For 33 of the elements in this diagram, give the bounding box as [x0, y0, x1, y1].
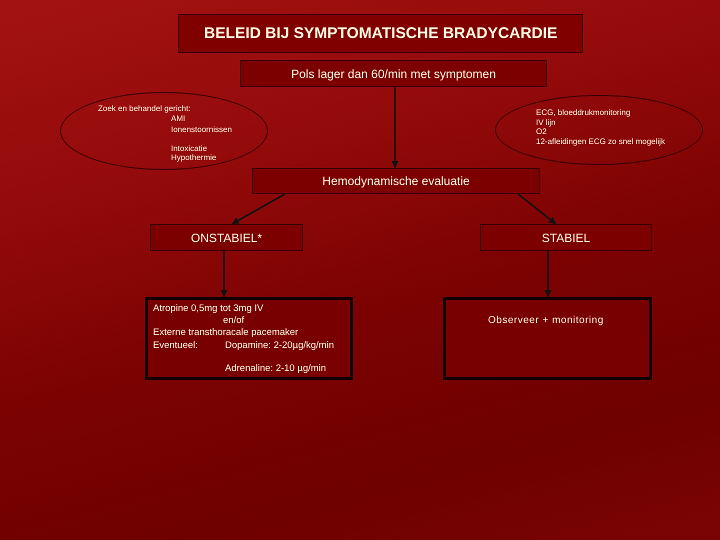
checklist-item: Intoxicatie [171, 144, 208, 154]
step-label: ONSTABIEL* [190, 230, 262, 244]
checklist-item: 12-afleidingen ECG zo snel mogelijk [536, 137, 665, 146]
treatment-text: Atropine 0,5mg tot 3mg IV [153, 304, 264, 315]
treatment-text: Dopamine: 2-20µg/kg/min [225, 341, 334, 352]
arrow [220, 251, 228, 297]
checklist-item: Zoek en behandel gericht: [98, 104, 191, 114]
treatment-text: Eventueel: [153, 341, 198, 352]
arrow [392, 87, 398, 168]
checklist-item: Ionenstoornissen [171, 125, 232, 134]
treatment-text: Adrenaline: 2-10 µg/min [225, 364, 326, 375]
process-box [240, 60, 547, 87]
decision-box [480, 224, 652, 251]
treatment-text: Observeer + monitoring [488, 315, 604, 326]
decision-box [150, 224, 303, 251]
step-label: Pols lager dan 60/min met symptomen [291, 66, 496, 80]
checklist-item: IV lijn [536, 118, 556, 128]
treatment-text: Externe transthoracale pacemaker [153, 328, 298, 339]
step-label: Hemodynamische evaluatie [322, 174, 470, 188]
treatment-box [145, 297, 353, 380]
checklist-item: AMI [171, 114, 186, 124]
arrow [232, 193, 286, 225]
checklist-item: ECG, bloeddrukmonitoring [536, 108, 630, 118]
arrow [544, 251, 552, 297]
checklist-item: Hypothermie [171, 153, 216, 162]
diagram-title: BELEID BIJ SYMPTOMATISCHE BRADYCARDIE [178, 14, 583, 53]
treatment-text: en/of [223, 316, 244, 327]
step-label: STABIEL [542, 230, 590, 244]
process-box [252, 168, 540, 194]
treatment-box [443, 297, 652, 380]
checklist-item: O2 [536, 127, 547, 136]
arrow [518, 193, 556, 225]
note-ellipse [495, 95, 703, 165]
